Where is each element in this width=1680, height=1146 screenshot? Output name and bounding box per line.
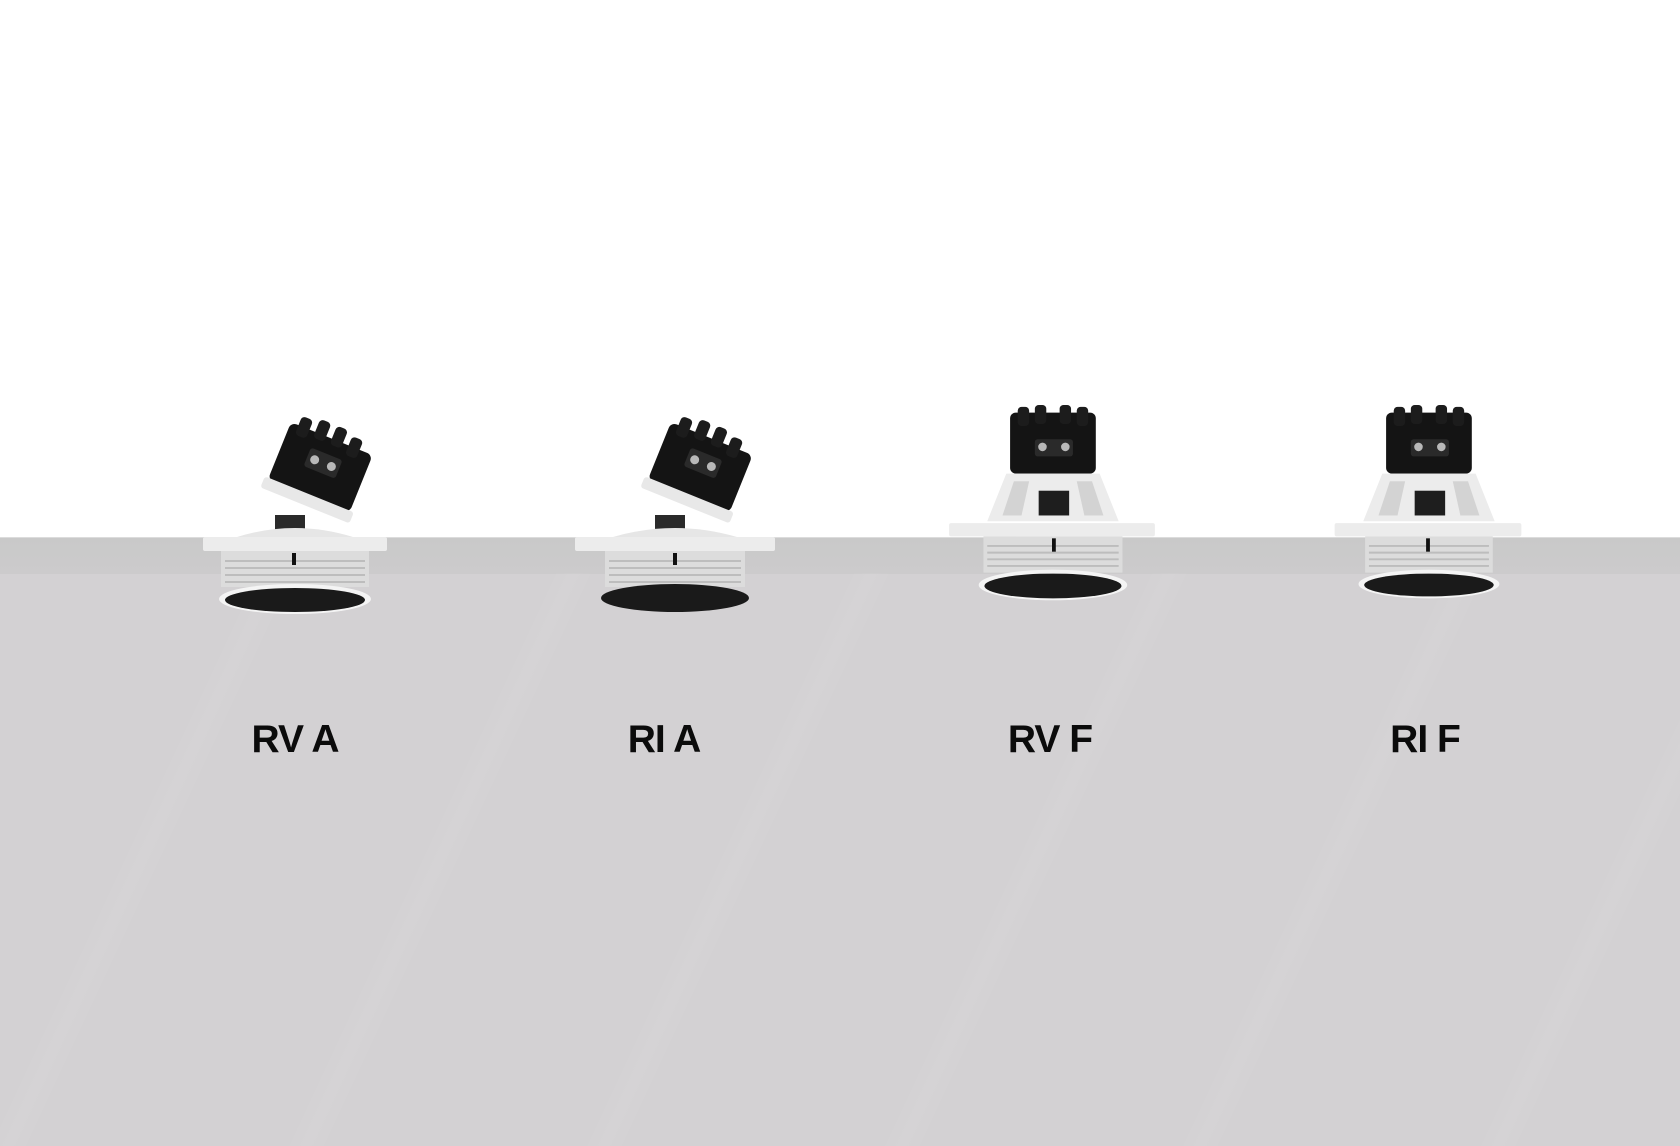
label-ri-a: RI A: [627, 718, 702, 761]
downlight-ri-f-image: [1334, 405, 1522, 599]
light-streaks: [0, 573, 1680, 1146]
downlight-rv-a-image: [203, 417, 387, 614]
label-rv-f: RV F: [1007, 718, 1093, 761]
downlight-ri-a-image: [575, 417, 775, 612]
downlight-rv-f-image: [949, 405, 1155, 601]
ceiling-surface: [0, 537, 1680, 1146]
label-rv-a: RV A: [251, 718, 339, 761]
label-ri-f: RI F: [1390, 718, 1461, 761]
